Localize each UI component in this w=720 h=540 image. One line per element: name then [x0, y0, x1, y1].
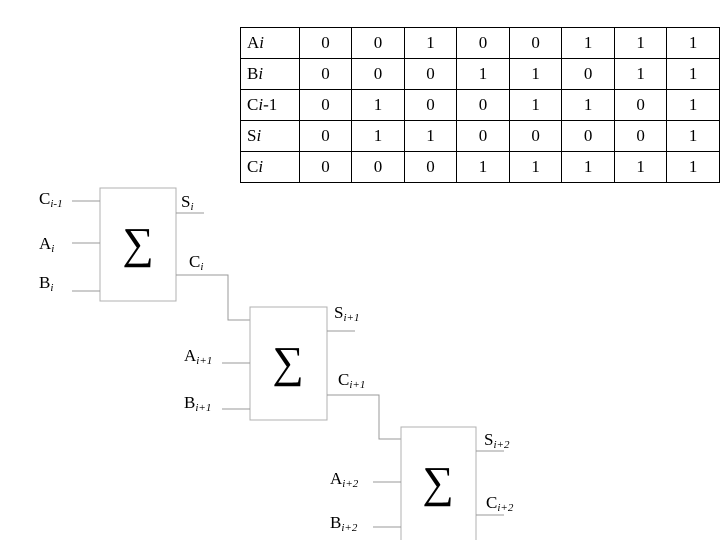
row-label: Ai: [240, 27, 300, 59]
row-label-suffix: -1: [263, 95, 278, 114]
adder-1-carry-label: Ci: [189, 252, 203, 273]
adder-2-symbol: ∑: [272, 338, 303, 387]
adder-1-sum-label: Si: [181, 192, 194, 213]
adder-1-box: [99, 187, 177, 302]
table-cell: 0: [351, 58, 405, 90]
row-label-sub: i: [258, 64, 264, 83]
table-cell: 0: [456, 89, 510, 121]
adder-2-sum-label: Si+1: [334, 303, 359, 324]
adder-3: ∑ Ai+2 Bi+2 Si+2 Ci+2: [330, 426, 514, 540]
row-label: Bi: [240, 58, 300, 90]
table-cell: 0: [613, 89, 668, 121]
row-label-sub: i: [259, 33, 265, 52]
carry-wire-1-to-2: [176, 274, 250, 321]
table-cell: 1: [666, 151, 720, 183]
row-label-name: B: [247, 64, 259, 83]
table-cell: 1: [508, 151, 563, 183]
table-cell: 1: [613, 151, 668, 183]
adder-2-carry-label: Ci+1: [338, 370, 365, 391]
table-cell: 1: [613, 58, 668, 90]
row-label: Si: [240, 120, 300, 152]
table-cell: 0: [298, 27, 353, 59]
adder-3-sum-label: Si+2: [484, 430, 510, 451]
table-cell: 0: [456, 27, 510, 59]
row-label-name: C: [247, 95, 259, 114]
table-cell: 0: [403, 58, 458, 90]
table-cell: 1: [561, 151, 615, 183]
row-label-sub: i: [258, 95, 264, 114]
table-cell: 0: [561, 120, 615, 152]
adder-1: ∑ Ci-1 Ai Bi Si Ci: [39, 187, 250, 321]
adder-3-input-b-label: Bi+2: [330, 513, 358, 534]
table-cell: 0: [298, 120, 353, 152]
adder-3-carry-label: Ci+2: [486, 493, 514, 514]
table-cell: 0: [351, 151, 405, 183]
table-cell: 1: [561, 89, 615, 121]
row-label-name: S: [247, 126, 257, 145]
row-label-sub: i: [258, 157, 264, 176]
adder-3-input-a-label: Ai+2: [330, 469, 359, 490]
table-cell: 1: [613, 27, 668, 59]
table-cell: 0: [456, 120, 510, 152]
carry-wire-2-to-3: [327, 394, 401, 440]
table-cell: 0: [403, 151, 458, 183]
row-label-sub: i: [256, 126, 262, 145]
row-label: Ci-1: [240, 89, 300, 121]
table-cell: 0: [351, 27, 405, 59]
adder-3-box: [400, 426, 477, 540]
adder-1-symbol: ∑: [122, 219, 153, 268]
table-cell: 1: [666, 27, 720, 59]
row-label: Ci: [240, 151, 300, 183]
table-cell: 0: [508, 27, 563, 59]
table-cell: 1: [666, 58, 720, 90]
table-cell: 1: [666, 89, 720, 121]
table-cell: 1: [456, 151, 510, 183]
adder-1-input-b-label: Bi: [39, 273, 53, 294]
row-label-name: C: [247, 157, 259, 176]
adder-2-input-a-label: Ai+1: [184, 346, 212, 367]
adder-1-input-c-label: Ci-1: [39, 189, 63, 210]
adder-1-input-a-label: Ai: [39, 234, 54, 255]
adder-3-symbol: ∑: [422, 458, 453, 507]
adder-2: ∑ Ai+1 Bi+1 Si+1 Ci+1: [184, 303, 401, 440]
row-label-name: A: [247, 33, 260, 52]
adder-2-input-b-label: Bi+1: [184, 393, 211, 414]
adder-2-box: [249, 306, 328, 421]
